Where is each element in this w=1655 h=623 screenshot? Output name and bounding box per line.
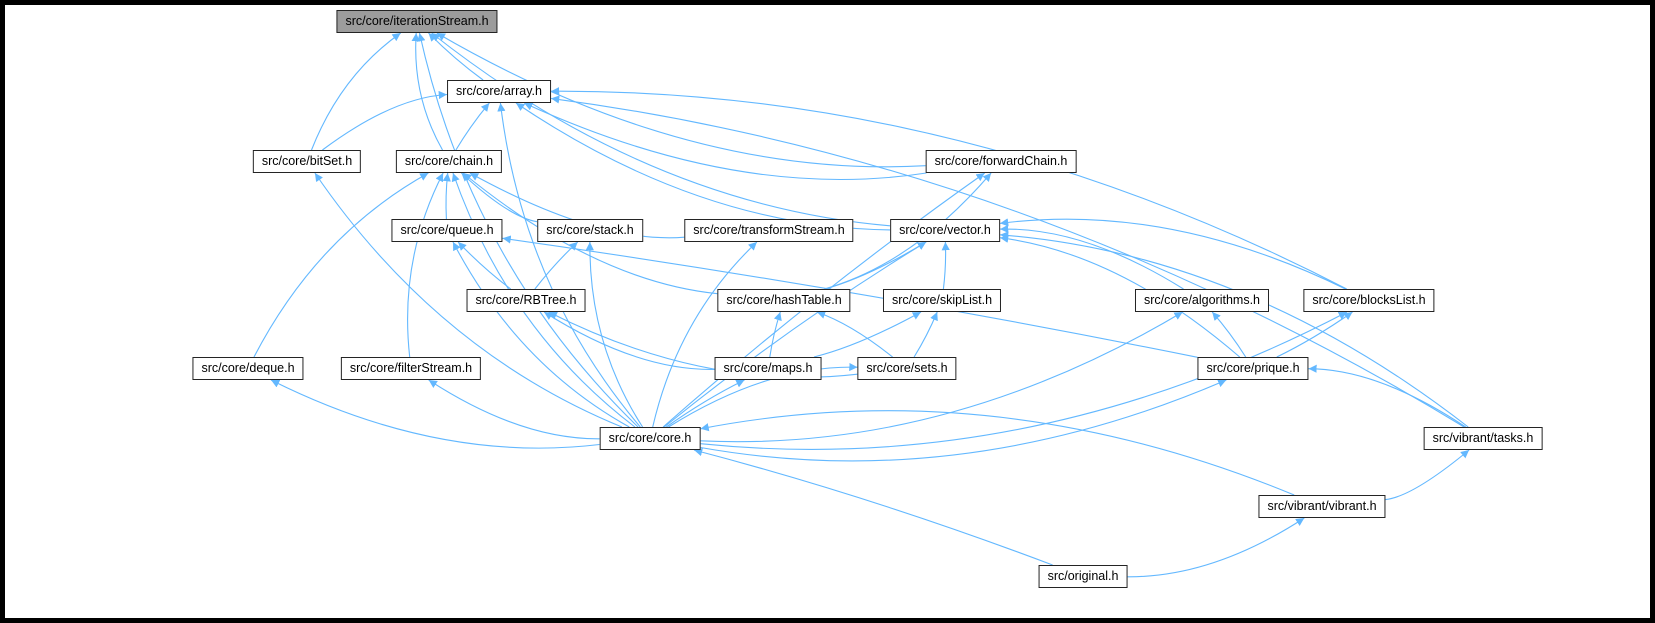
include-edge-tasks-to-array [550,95,1465,428]
include-edge-core-to-vector [663,241,927,428]
graph-node-forwardChain[interactable]: src/core/forwardChain.h [925,150,1077,173]
include-edge-prique-to-algorithms [1211,311,1247,358]
include-edge-core-to-chain [451,172,636,428]
include-edge-RBTree-to-stack [534,241,579,290]
include-edge-sets-to-skipList [913,311,938,358]
include-edge-bitSet-to-array [322,90,448,151]
graph-node-core[interactable]: src/core/core.h [599,427,701,450]
graph-node-queue[interactable]: src/core/queue.h [391,219,503,242]
include-edge-maps-to-skipList [813,311,922,358]
include-edge-core-to-deque [270,379,600,449]
include-edge-core-to-iterationStream [417,32,639,428]
graph-node-RBTree[interactable]: src/core/RBTree.h [466,289,586,312]
include-edge-forwardChain-to-array [523,102,927,181]
graph-node-vibrant[interactable]: src/vibrant/vibrant.h [1258,495,1386,518]
nodes-layer: src/core/iterationStream.h src/core/array… [5,5,1650,618]
include-edge-core-to-prique [700,379,1227,462]
include-edge-core-to-transformStream [652,241,758,428]
include-edge-deque-to-chain [253,172,429,358]
include-edge-filterStream-to-chain [407,172,444,358]
include-edge-core-to-maps [665,379,745,428]
include-edge-prique-to-queue [502,235,1198,358]
include-edge-stack-to-chain [461,172,538,223]
graph-node-blocksList[interactable]: src/core/blocksList.h [1303,289,1435,312]
include-edge-hashTable-to-chain [462,172,718,295]
graph-node-chain[interactable]: src/core/chain.h [395,150,503,173]
include-edge-tasks-to-prique [1308,364,1467,428]
include-edge-skipList-to-vector [941,241,950,290]
include-edge-original-to-vibrant [1127,517,1305,578]
include-edge-core-to-sets [668,362,858,428]
include-edge-chain-to-iterationStream [411,32,443,151]
include-edge-core-to-array [497,102,641,428]
include-edge-maps-to-hashTable [769,311,782,358]
include-edge-bitSet-to-iterationStream [310,32,402,151]
graph-node-array[interactable]: src/core/array.h [447,80,551,103]
graph-node-sets[interactable]: src/core/sets.h [857,357,957,380]
graph-node-stack[interactable]: src/core/stack.h [537,219,643,242]
include-edge-core-to-bitSet [314,172,623,428]
graph-node-vector[interactable]: src/core/vector.h [890,219,1000,242]
include-edge-original-to-core [693,448,1053,566]
include-edge-core-to-filterStream [428,379,600,440]
include-edge-core-to-blocksList [700,311,1348,450]
include-edge-blocksList-to-vector [999,218,1346,290]
include-edge-blocksList-to-array [550,87,1347,290]
include-edge-vibrant-to-tasks [1385,449,1470,501]
graph-node-bitSet[interactable]: src/core/bitSet.h [252,150,362,173]
include-edge-vector-to-iterationStream [431,32,891,227]
graph-node-deque[interactable]: src/core/deque.h [192,357,304,380]
graph-node-filterStream[interactable]: src/core/filterStream.h [340,357,482,380]
include-edge-RBTree-to-queue [457,241,512,290]
include-edge-maps-to-RBTree [543,311,715,370]
include-edge-vibrant-to-core [700,410,1295,496]
include-edge-prique-to-vector [999,234,1241,358]
graph-node-transformStream[interactable]: src/core/transformStream.h [684,219,854,242]
include-edge-core-to-queue [452,241,630,428]
graph-node-skipList[interactable]: src/core/skipList.h [882,289,1002,312]
include-edge-chain-to-array [455,102,490,151]
graph-node-original[interactable]: src/original.h [1038,565,1128,588]
include-edge-core-to-algorithms [700,311,1183,443]
edges-layer [253,32,1470,578]
include-edge-algorithms-to-vector [999,224,1184,290]
include-edge-queue-to-chain [442,172,451,220]
graph-node-prique[interactable]: src/core/prique.h [1197,357,1309,380]
graph-node-hashTable[interactable]: src/core/hashTable.h [717,289,851,312]
include-edge-core-to-stack [585,241,644,428]
graph-node-tasks[interactable]: src/vibrant/tasks.h [1423,427,1543,450]
graph-node-iterationStream[interactable]: src/core/iterationStream.h [336,10,498,33]
graph-node-algorithms[interactable]: src/core/algorithms.h [1134,289,1270,312]
include-edge-forwardChain-to-iterationStream [436,32,926,168]
include-edge-sets-to-hashTable [816,310,893,358]
graph-node-maps[interactable]: src/core/maps.h [714,357,822,380]
